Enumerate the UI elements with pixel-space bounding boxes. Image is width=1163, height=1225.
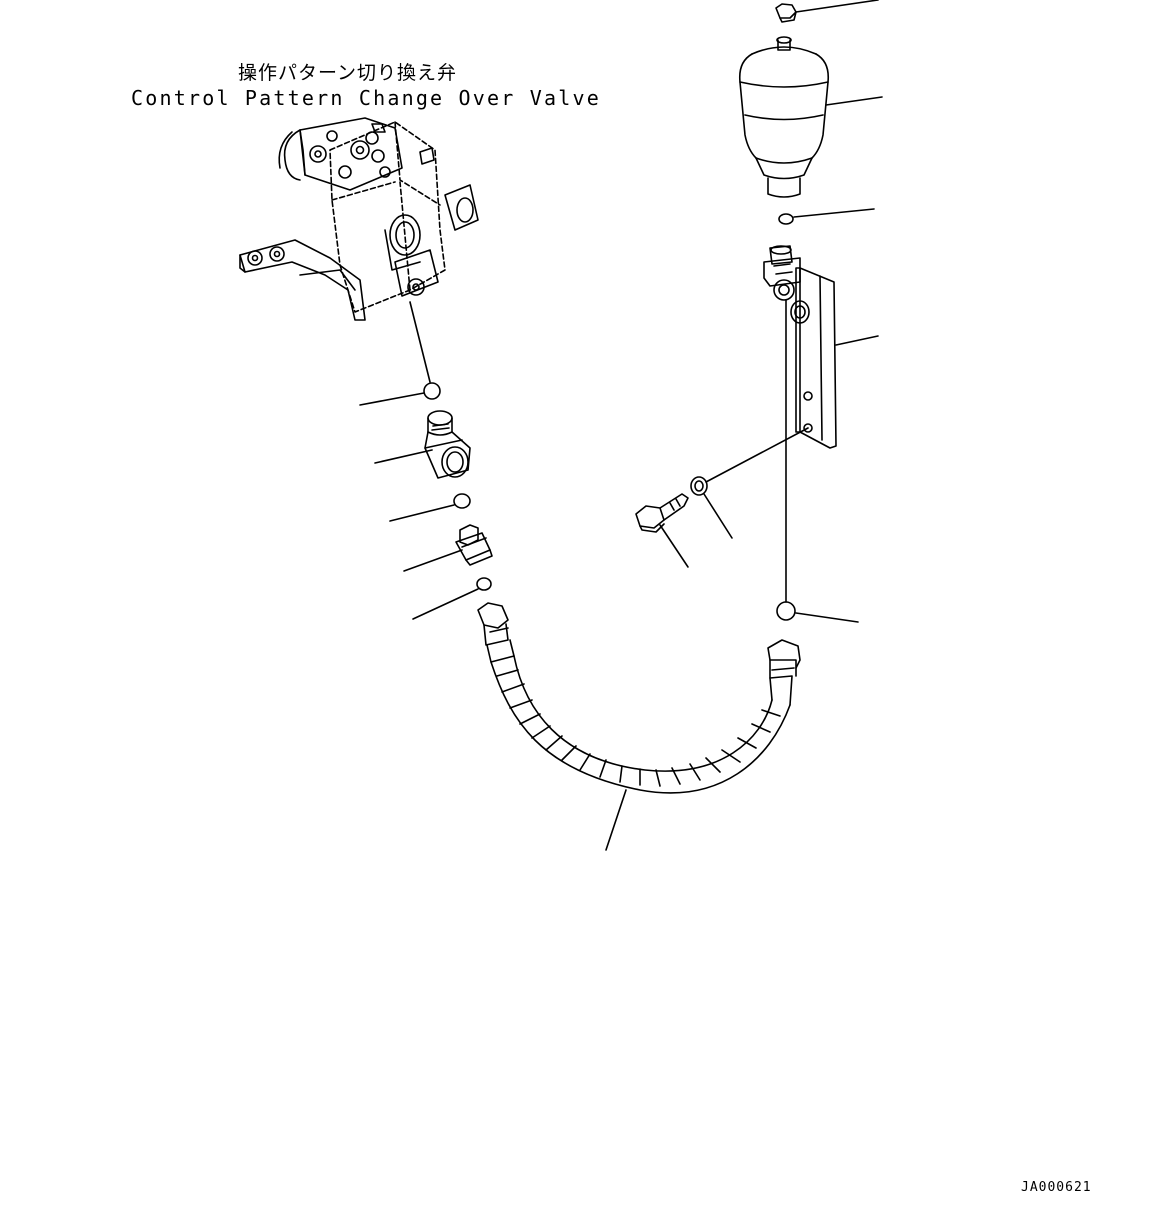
leader-tee-fitting xyxy=(375,450,432,463)
leader-bracket xyxy=(836,336,878,345)
o-ring-middle-left xyxy=(454,494,470,508)
bracket xyxy=(764,246,836,448)
leader-bolt xyxy=(660,525,688,567)
bolt xyxy=(636,494,688,532)
leader-hose xyxy=(606,790,626,850)
leader-o-ring-accumulator xyxy=(794,209,874,217)
leader-o-ring-middle-left xyxy=(390,505,454,521)
leader-accumulator xyxy=(826,97,882,105)
hose xyxy=(478,603,800,793)
valve-centerline xyxy=(410,302,430,382)
elbow-adapter xyxy=(456,525,492,565)
o-ring-lower-left xyxy=(477,578,491,590)
washer xyxy=(691,477,707,495)
o-ring-lower-right xyxy=(777,602,795,620)
leader-o-ring-upper-left xyxy=(360,393,424,405)
title-english: Control Pattern Change Over Valve xyxy=(131,86,601,110)
leader-o-ring-lower-left xyxy=(413,589,478,619)
accumulator xyxy=(740,37,829,197)
title-japanese: 操作パターン切り換え弁 xyxy=(238,62,458,84)
leader-elbow-adapter xyxy=(404,550,462,571)
plug xyxy=(776,4,796,22)
drawing-id: JA000621 xyxy=(1021,1180,1092,1195)
leader-o-ring-lower-right xyxy=(796,613,858,622)
tee-fitting xyxy=(425,411,470,478)
leader-plug xyxy=(796,0,878,12)
o-ring-accumulator xyxy=(779,214,793,224)
washer-centerline xyxy=(706,428,808,482)
leader-washer xyxy=(704,494,732,538)
o-ring-upper-left xyxy=(424,383,440,399)
control-pattern-change-over-valve xyxy=(240,118,478,320)
